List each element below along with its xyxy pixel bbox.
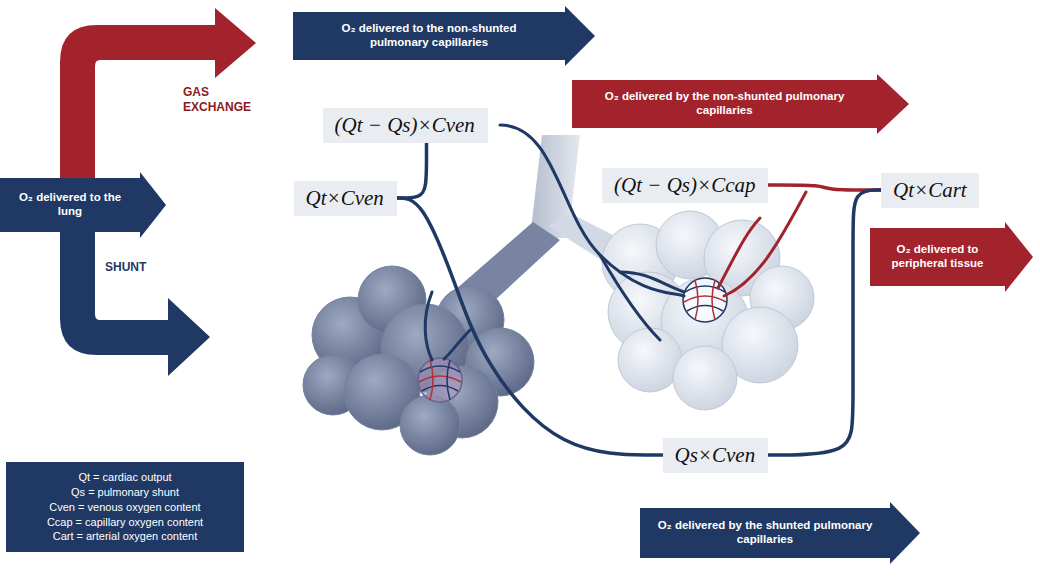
formula-box: (Qt − Qs)×Ccap [602, 168, 768, 203]
flow-arrow: O₂ delivered to the lung [0, 172, 166, 238]
arrow-shape [640, 502, 920, 564]
arrow-shape [572, 74, 909, 134]
shunted-capillary [422, 386, 458, 392]
venous-vessels [425, 292, 432, 360]
symbol-definition: Qs = pulmonary shunt [12, 485, 238, 500]
venous-vessels [620, 272, 684, 292]
arrow-label: O₂ delivered to the lung [15, 191, 125, 219]
venous-vessels [425, 125, 684, 360]
venous-vessels [444, 330, 470, 359]
blood-vessel [397, 198, 663, 455]
legend-box: Qt = cardiac outputQs = pulmonary shuntC… [6, 462, 244, 552]
formula-text: Qt×Cart [893, 178, 967, 202]
formula-box: Qt×Cven [294, 181, 397, 216]
blood-vessel [397, 143, 427, 199]
blood-vessel [768, 190, 882, 455]
symbol-definition: Qt = cardiac output [12, 470, 238, 485]
formula-box: Qs×Cven [663, 438, 768, 473]
shunted-capillary [447, 360, 450, 400]
shunted-capillary [418, 358, 462, 402]
arrow-label: O₂ delivered to peripheral tissue [877, 243, 999, 271]
arterial-vessels [724, 192, 806, 296]
symbol-definition: Ccap = capillary oxygen content [12, 515, 238, 530]
ventilated-capillary [695, 280, 698, 320]
formula-box: Qt×Cart [881, 173, 979, 208]
formula-text: (Qt − Qs)×Cven [335, 113, 475, 137]
arrow-caption: SHUNT [105, 260, 185, 275]
blood-vessel [768, 185, 881, 190]
flow-arrow: O₂ delivered to peripheral tissue [870, 222, 1033, 292]
shunt-arrow: SHUNT [55, 228, 215, 382]
formula-text: (Qt − Qs)×Ccap [614, 173, 756, 197]
flow-arrow: O₂ delivered by the non-shunted pulmonar… [572, 74, 909, 134]
curved-arrow-shape [55, 228, 215, 382]
arrow-shape [0, 172, 166, 238]
venous-vessels [500, 125, 684, 296]
ventilated-capillary [687, 306, 723, 312]
flow-arrow: O₂ delivered by the shunted pulmonary ca… [640, 502, 920, 564]
gas-exchange-arrow: GAS EXCHANGE [55, 5, 260, 183]
shunted-capillary [430, 360, 433, 400]
curved-arrow-shape [60, 8, 256, 180]
flow-arrow: O₂ delivered to the non-shunted pulmonar… [293, 6, 595, 66]
arterial-vessels [718, 218, 760, 288]
arrow-shape [0, 172, 166, 238]
arterial-vessels [718, 192, 806, 296]
ventilated-capillary [712, 280, 715, 320]
arrow-shape [293, 6, 595, 66]
arrow-label: O₂ delivered to the non-shunted pulmonar… [314, 22, 544, 50]
curved-arrow-shape [55, 5, 260, 183]
arrow-label: O₂ delivered by the non-shunted pulmonar… [605, 90, 845, 118]
formula-text: Qs×Cven [675, 443, 756, 467]
shunted-capillary [419, 376, 461, 382]
formula-box: (Qt − Qs)×Cven [323, 108, 488, 143]
arrow-label: O₂ delivered by the shunted pulmonary ca… [658, 519, 873, 547]
ventilated-alveoli [673, 346, 737, 410]
arrow-caption: GAS EXCHANGE [183, 85, 263, 115]
venous-vessels [600, 255, 660, 340]
formula-text: Qt×Cven [306, 186, 384, 210]
ventilated-alveoli [618, 328, 682, 392]
curved-arrow-shape [60, 230, 210, 376]
shunted-capillary [420, 366, 460, 372]
symbol-definition: Cven = venous oxygen content [12, 500, 238, 515]
ventilated-capillary [684, 296, 726, 302]
shunted-alveoli [303, 266, 534, 455]
symbol-definition: Cart = arterial oxygen content [12, 529, 238, 544]
arrow-shape [870, 222, 1033, 292]
shunted-capillary [418, 358, 462, 402]
shunted-alveoli [400, 395, 460, 455]
